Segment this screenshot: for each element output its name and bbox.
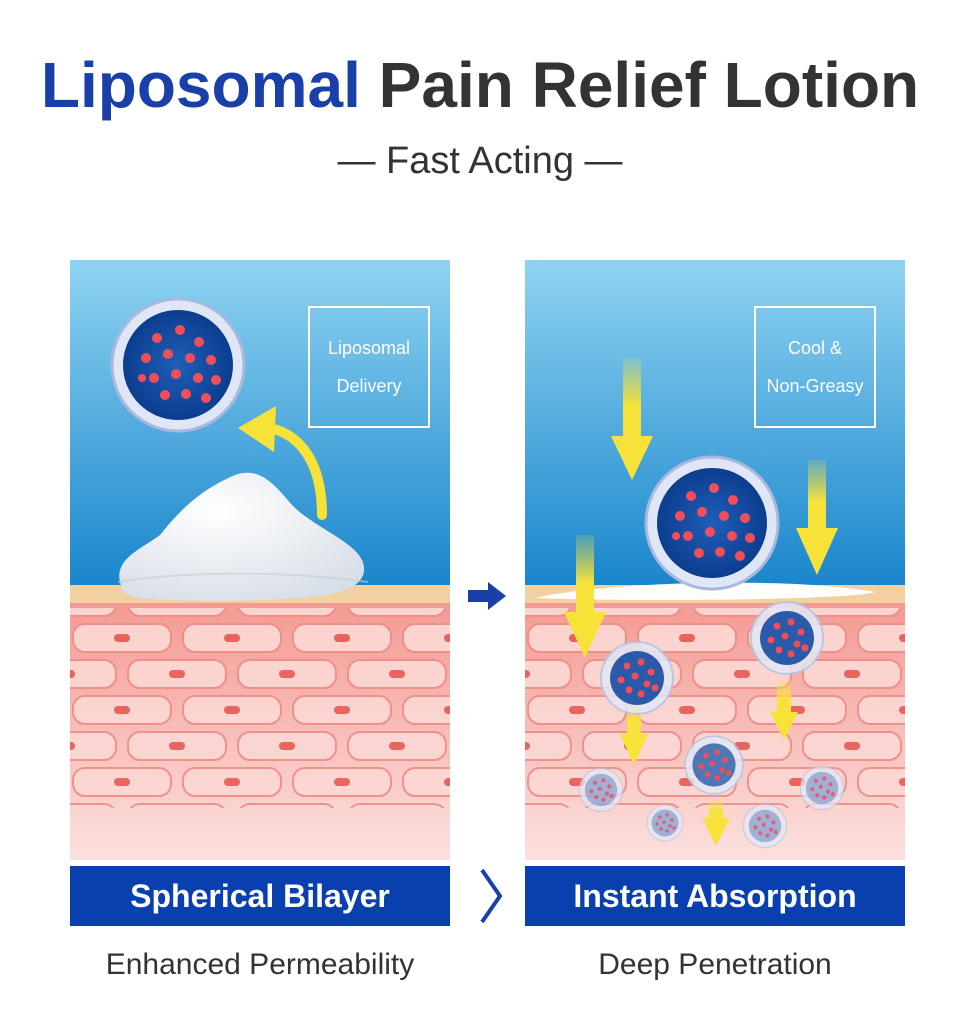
deep-penetration-caption: Deep Penetration [598,948,832,981]
liposome-icon [742,803,788,849]
left-illustration [70,260,450,860]
liposome-icon [110,297,246,433]
liposome-icon [644,455,780,591]
liposome-icon [600,641,674,715]
label-line: Cool & [787,338,843,358]
page-subtitle: — Fast Acting — [337,140,623,182]
instant-absorption-banner: Instant Absorption [525,866,905,926]
curved-arrow-icon [238,406,327,520]
right-illustration [525,260,905,860]
title-rest: Pain Relief Lotion [378,49,920,121]
label-line: Liposomal [327,338,411,358]
title-accent: Liposomal [40,49,361,121]
chevron-right-icon [480,868,503,924]
liposome-icon [799,765,845,811]
cream-layer-icon [535,582,875,600]
right-illustration-panel: Cool & Non-Greasy [525,260,905,860]
label-line: Delivery [336,376,402,396]
down-arrow-icon [796,460,838,575]
liposome-icon [684,735,744,795]
liposomal-delivery-label: Liposomal Delivery [308,306,430,428]
page-title: Liposomal Pain Relief Lotion [0,48,960,122]
down-arrow-icon [564,535,606,658]
liposome-icon [750,601,824,675]
label-line: Non-Greasy [766,376,864,396]
cream-icon [117,472,369,601]
cool-non-greasy-label: Cool & Non-Greasy [754,306,876,428]
down-arrow-icon [702,800,730,846]
liposome-icon [578,767,624,813]
spherical-bilayer-banner: Spherical Bilayer [70,866,450,926]
down-arrow-icon [611,358,653,480]
liposome-icon [646,804,684,842]
down-arrow-icon [770,680,798,740]
right-arrow-icon [468,582,506,610]
left-illustration-panel: Liposomal Delivery [70,260,450,860]
enhanced-permeability-caption: Enhanced Permeability [105,948,415,981]
